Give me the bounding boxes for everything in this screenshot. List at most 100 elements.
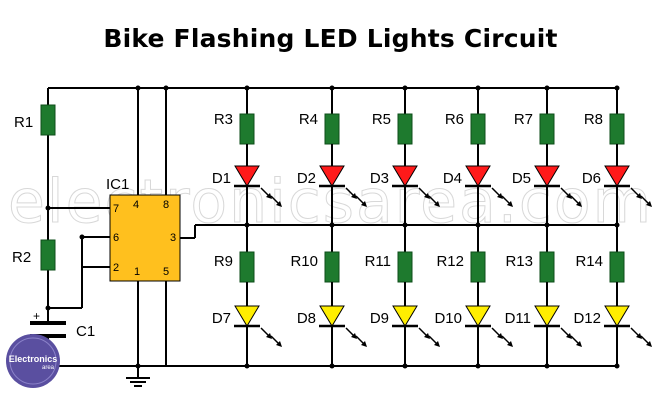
resistor-bottom-5 bbox=[539, 251, 555, 283]
resistor-bottom-6 bbox=[609, 251, 625, 283]
ic-pin-2: 2 bbox=[113, 262, 119, 274]
junction-top-4 bbox=[475, 85, 481, 91]
ic-pin-8: 8 bbox=[163, 199, 169, 211]
junction-bus-3 bbox=[402, 222, 408, 228]
resistor-top-4 bbox=[470, 113, 486, 145]
label-yellow-led-1: D7 bbox=[212, 310, 231, 327]
ic-pin-6: 6 bbox=[113, 232, 119, 244]
label-red-led-3: D3 bbox=[370, 170, 389, 187]
resistor-bottom-3 bbox=[397, 251, 413, 283]
label-top-resistor-6: R8 bbox=[584, 111, 603, 128]
label-bottom-resistor-5: R13 bbox=[505, 253, 533, 270]
yellow-led-6 bbox=[604, 305, 630, 327]
yellow-led-4 bbox=[465, 305, 491, 327]
yellow-led-2 bbox=[319, 305, 345, 327]
junction-bus-5 bbox=[544, 222, 550, 228]
ic1-label: IC1 bbox=[106, 176, 129, 193]
junction-bus-4 bbox=[475, 222, 481, 228]
label-bottom-resistor-3: R11 bbox=[365, 253, 391, 270]
junction-bus-1 bbox=[244, 222, 250, 228]
resistor-top-6 bbox=[609, 113, 625, 145]
label-red-led-2: D2 bbox=[297, 170, 316, 187]
light-arrows-yellow-1 bbox=[260, 327, 282, 347]
resistor-top-3 bbox=[397, 113, 413, 145]
site-logo: Electronics area bbox=[6, 334, 60, 388]
capacitor-c1 bbox=[30, 321, 66, 338]
resistor-top-1 bbox=[239, 113, 255, 145]
light-arrows-red-3 bbox=[418, 187, 440, 207]
red-led-4 bbox=[465, 165, 491, 187]
junction-ground-5 bbox=[544, 363, 550, 369]
c1-label: C1 bbox=[76, 323, 95, 340]
label-yellow-led-5: D11 bbox=[505, 310, 531, 327]
label-red-led-1: D1 bbox=[212, 170, 231, 187]
red-led-6 bbox=[604, 165, 630, 187]
resistor-r1 bbox=[40, 104, 56, 136]
resistor-bottom-4 bbox=[470, 251, 486, 283]
red-led-3 bbox=[392, 165, 418, 187]
junction-top-1 bbox=[244, 85, 250, 91]
resistor-bottom-2 bbox=[324, 251, 340, 283]
label-top-resistor-2: R4 bbox=[299, 111, 318, 128]
yellow-led-1 bbox=[234, 305, 260, 327]
light-arrows-yellow-4 bbox=[491, 327, 513, 347]
led-columns: R3D1R9D7R4D2R10D8R5D3R11D9R6D4R12D10R7D5… bbox=[212, 85, 652, 369]
junction-ground-3 bbox=[402, 363, 408, 369]
junction-top-2 bbox=[329, 85, 335, 91]
label-bottom-resistor-2: R10 bbox=[290, 253, 318, 270]
light-arrows-yellow-2 bbox=[345, 327, 367, 347]
ic-pin-5: 5 bbox=[163, 266, 169, 278]
logo-subtext: area bbox=[42, 365, 55, 371]
red-led-5 bbox=[534, 165, 560, 187]
page-title: Bike Flashing LED Lights Circuit bbox=[103, 24, 558, 53]
ic1-chip bbox=[109, 194, 181, 282]
yellow-led-3 bbox=[392, 305, 418, 327]
light-arrows-yellow-3 bbox=[418, 327, 440, 347]
label-bottom-resistor-6: R14 bbox=[575, 253, 603, 270]
label-bottom-resistor-1: R9 bbox=[214, 253, 233, 270]
r2-label: R2 bbox=[12, 249, 31, 266]
c1-polarity: + bbox=[33, 309, 40, 323]
junction-ground-4 bbox=[475, 363, 481, 369]
junction-ground-1 bbox=[244, 363, 250, 369]
ic-pin-3: 3 bbox=[170, 232, 176, 244]
junction-bus-6 bbox=[614, 222, 620, 228]
label-bottom-resistor-4: R12 bbox=[436, 253, 464, 270]
junction-top-5 bbox=[544, 85, 550, 91]
label-yellow-led-4: D10 bbox=[434, 310, 462, 327]
light-arrows-red-4 bbox=[491, 187, 513, 207]
label-top-resistor-3: R5 bbox=[372, 111, 391, 128]
label-yellow-led-2: D8 bbox=[297, 310, 316, 327]
light-arrows-yellow-5 bbox=[560, 327, 582, 347]
ic-pin-4: 4 bbox=[133, 199, 139, 211]
ic-pin-1: 1 bbox=[134, 266, 140, 278]
label-red-led-6: D6 bbox=[582, 170, 601, 187]
junction-top-6 bbox=[614, 85, 620, 91]
ic-pin-7: 7 bbox=[113, 203, 119, 215]
light-arrows-red-1 bbox=[260, 187, 282, 207]
light-arrows-red-6 bbox=[630, 187, 652, 207]
label-yellow-led-3: D9 bbox=[370, 310, 389, 327]
resistor-top-5 bbox=[539, 113, 555, 145]
logo-text: Electronics bbox=[9, 354, 58, 364]
light-arrows-yellow-6 bbox=[630, 327, 652, 347]
light-arrows-red-2 bbox=[345, 187, 367, 207]
r1-label: R1 bbox=[14, 114, 33, 131]
junctions bbox=[45, 85, 169, 369]
red-led-2 bbox=[319, 165, 345, 187]
yellow-led-5 bbox=[534, 305, 560, 327]
light-arrows-red-5 bbox=[560, 187, 582, 207]
label-yellow-led-6: D12 bbox=[573, 310, 601, 327]
red-led-1 bbox=[234, 165, 260, 187]
resistor-top-2 bbox=[324, 113, 340, 145]
label-top-resistor-1: R3 bbox=[214, 111, 233, 128]
junction-ground-2 bbox=[329, 363, 335, 369]
junction-ground-6 bbox=[614, 363, 620, 369]
label-top-resistor-4: R6 bbox=[445, 111, 464, 128]
resistor-r2 bbox=[40, 239, 56, 271]
label-red-led-4: D4 bbox=[443, 170, 462, 187]
junction-bus-2 bbox=[329, 222, 335, 228]
resistor-bottom-1 bbox=[239, 251, 255, 283]
label-red-led-5: D5 bbox=[512, 170, 531, 187]
